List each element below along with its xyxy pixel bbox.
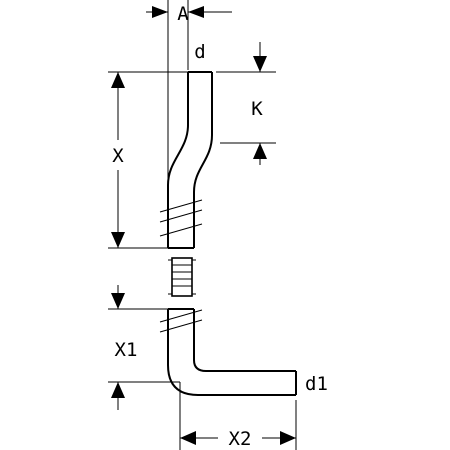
arrow-k-bottom bbox=[253, 143, 267, 159]
arrow-x2-left bbox=[180, 431, 196, 445]
label-d1: d1 bbox=[305, 373, 328, 395]
pipe-coupling bbox=[168, 257, 196, 297]
label-x2: X2 bbox=[229, 428, 252, 450]
arrow-a-left bbox=[152, 6, 168, 18]
pipe-wall-outer bbox=[167, 309, 296, 396]
pipe-wall-left bbox=[167, 72, 189, 248]
arrow-x2-right bbox=[280, 431, 296, 445]
break-mark-upper-1 bbox=[159, 199, 203, 213]
label-x: X bbox=[112, 145, 124, 167]
dimension-x2: X2 bbox=[179, 382, 297, 450]
label-k: K bbox=[251, 98, 263, 120]
label-a: A bbox=[177, 3, 189, 25]
coupling-body bbox=[171, 257, 193, 297]
dimension-x: X bbox=[108, 71, 188, 249]
upper-pipe bbox=[159, 71, 213, 249]
label-x1: X1 bbox=[115, 339, 138, 361]
arrow-x1-bottom bbox=[111, 382, 125, 398]
lower-pipe bbox=[159, 308, 297, 396]
pipe-wall-inner bbox=[193, 309, 296, 372]
arrow-x1-top bbox=[111, 293, 125, 309]
arrow-x-bottom bbox=[111, 232, 125, 248]
break-mark-upper-3 bbox=[159, 223, 203, 237]
break-mark-upper-2 bbox=[159, 209, 203, 223]
arrow-k-top bbox=[253, 56, 267, 72]
arrow-x-top bbox=[111, 72, 125, 88]
dimension-k: K bbox=[216, 42, 276, 165]
dimension-x1: X1 bbox=[108, 285, 180, 410]
break-mark-lower-1 bbox=[159, 309, 203, 323]
pipe-wall-right bbox=[193, 72, 213, 248]
arrow-a-right bbox=[188, 6, 204, 18]
break-mark-lower-2 bbox=[159, 319, 203, 333]
label-d: d bbox=[194, 41, 205, 63]
